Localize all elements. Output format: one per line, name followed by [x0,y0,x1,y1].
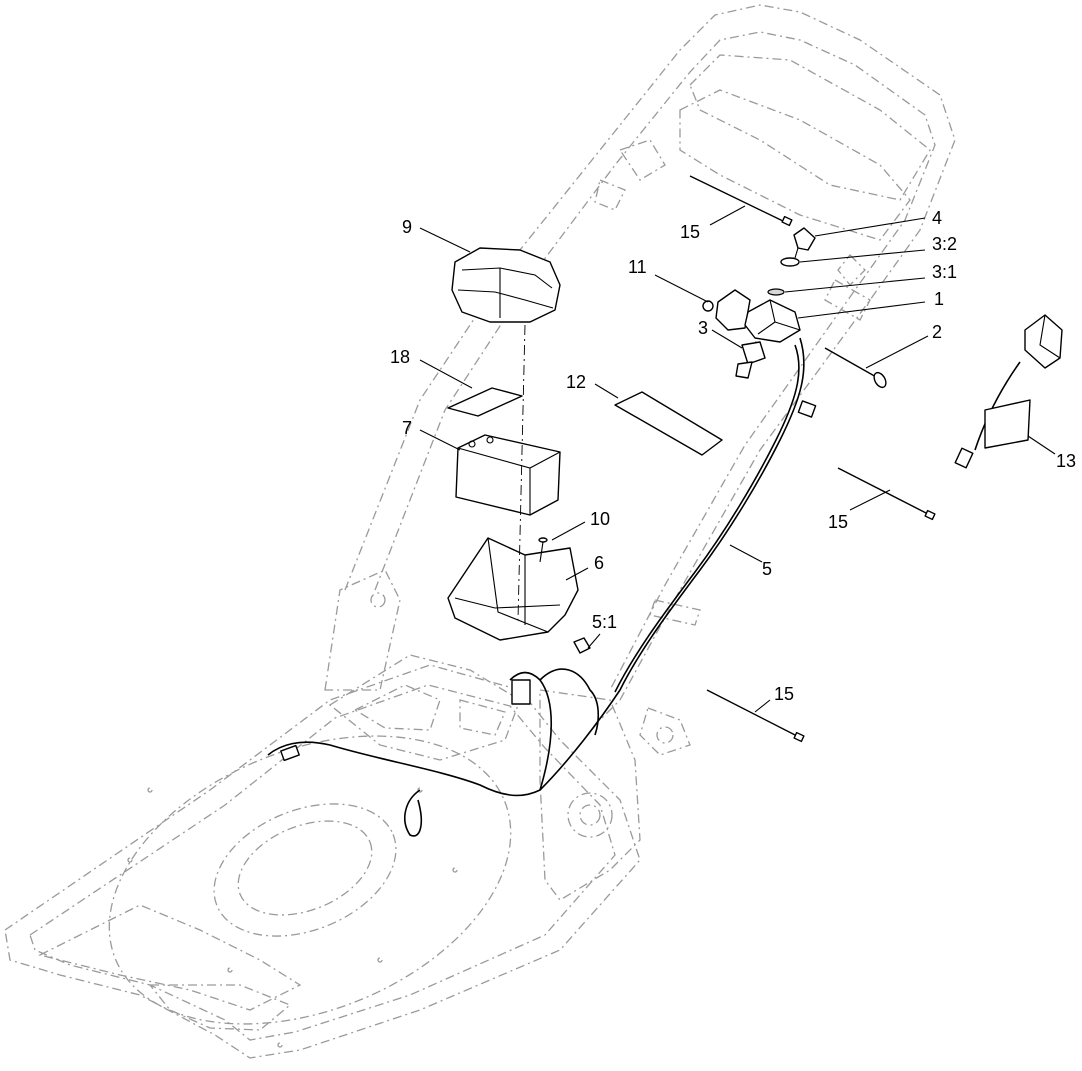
ignition-switch-part-3 [735,341,766,379]
screw-part-10 [538,537,548,563]
label-part-18 [447,387,523,417]
key-part-4 [793,227,816,259]
callout-5: 5 [762,559,772,579]
callout-5-1: 5:1 [592,612,617,632]
callout-1: 1 [934,289,944,309]
callout-numbers: 9 18 7 10 6 5:1 15 4 3:2 11 3:1 1 3 2 12… [390,208,1076,704]
callout-2: 2 [932,322,942,342]
battery-tray-part-6 [447,537,579,641]
switch-cover-part-11 [702,289,751,331]
washer-part-3-1 [767,288,785,296]
battery-part-7 [455,434,561,516]
callout-15-low: 15 [774,684,794,704]
callout-11: 11 [628,257,647,277]
decal-part-12 [614,391,723,456]
leader-lines [419,205,1056,713]
washer-part-3-2 [780,257,800,267]
connector-part-5-1 [573,637,591,654]
cable-tie-part-15-top [689,175,793,227]
battery-cover-part-9 [451,247,561,323]
callout-15-mid: 15 [828,512,848,532]
callout-7: 7 [402,418,412,438]
cable-tie-part-15-mid [837,467,936,521]
wire-harness-part-5 [267,337,817,837]
callout-15-top: 15 [680,222,700,242]
callout-12: 12 [566,372,586,392]
switch-housing-part-1 [744,299,801,343]
callout-18: 18 [390,347,410,367]
callout-3-1: 3:1 [932,262,957,282]
callout-3: 3 [698,318,708,338]
callout-3-2: 3:2 [932,234,957,254]
callout-13: 13 [1056,451,1076,471]
battery-charger-part-13 [954,314,1063,469]
mower-phantom-outline [4,4,956,1059]
callout-10: 10 [590,509,610,529]
bolt-part-2 [824,347,887,389]
callout-4: 4 [932,208,942,228]
callout-6: 6 [594,553,604,573]
cable-tie-part-15-low [706,689,805,743]
callout-9: 9 [402,217,412,237]
